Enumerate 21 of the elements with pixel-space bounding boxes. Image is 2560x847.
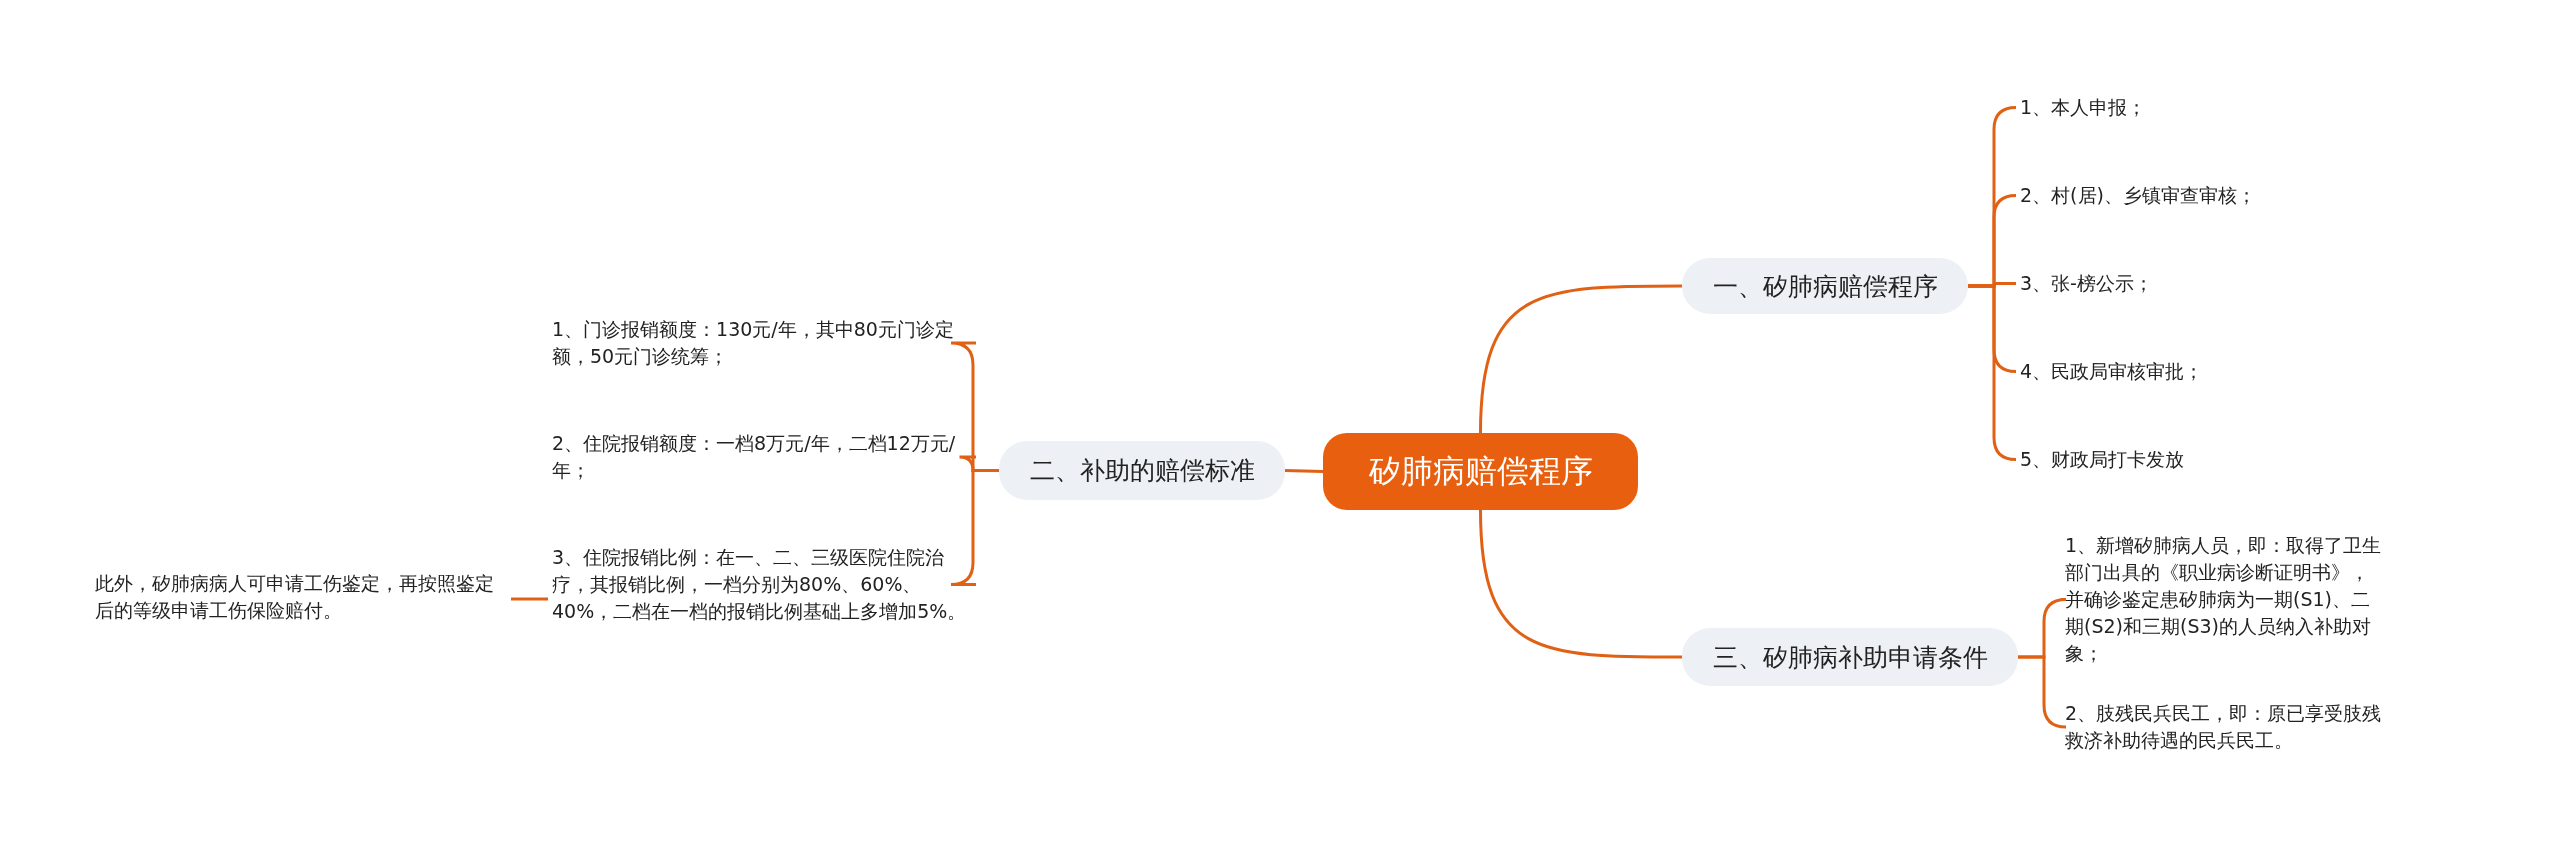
- connector-line: [1284, 469, 1324, 473]
- topic-text: 3、张-榜公示；: [2020, 270, 2420, 297]
- topic-text: 1、新增矽肺病人员，即：取得了卫生部门出具的《职业病诊断证明书》，并确诊鉴定患矽肺病为一期(S1)、二期(S2)和三期(S3)的人员纳入补助对象；: [2065, 532, 2385, 667]
- connector-line: [511, 597, 548, 601]
- topic-text: 2、住院报销额度：一档8万元/年，二档12万元/年；: [552, 430, 972, 484]
- topic-text: 2、村(居)、乡镇审查审核；: [2020, 182, 2420, 209]
- topic-text: 此外，矽肺病病人可申请工伤鉴定，再按照鉴定后的等级申请工伤保险赔付。: [95, 570, 505, 624]
- topic-text: 1、门诊报销额度：130元/年，其中80元门诊定额，50元门诊统筹；: [552, 316, 972, 370]
- topic-box: 一、矽肺病赔偿程序: [1682, 258, 1968, 314]
- topic-text: 3、住院报销比例：在一、二、三级医院住院治疗，其报销比例，一档分别为80%、60%、40%，二档在一档的报销比例基础上多增加5%。: [552, 544, 972, 625]
- connector-line: [949, 469, 999, 586]
- topic-text: 4、民政局审核审批；: [2020, 358, 2420, 385]
- connector-line: [2018, 655, 2068, 729]
- connector-line: [1479, 284, 1682, 434]
- central-topic: 矽肺病赔偿程序: [1323, 433, 1638, 510]
- connector-line: [1479, 509, 1682, 659]
- topic-text: 1、本人申报；: [2020, 94, 2420, 121]
- topic-text: 5、财政局打卡发放: [2020, 446, 2420, 473]
- topic-box: 三、矽肺病补助申请条件: [1682, 628, 2018, 686]
- topic-box: 二、补助的赔偿标准: [999, 441, 1285, 500]
- topic-text: 2、肢残民兵民工，即：原已享受肢残救济补助待遇的民兵民工。: [2065, 700, 2385, 754]
